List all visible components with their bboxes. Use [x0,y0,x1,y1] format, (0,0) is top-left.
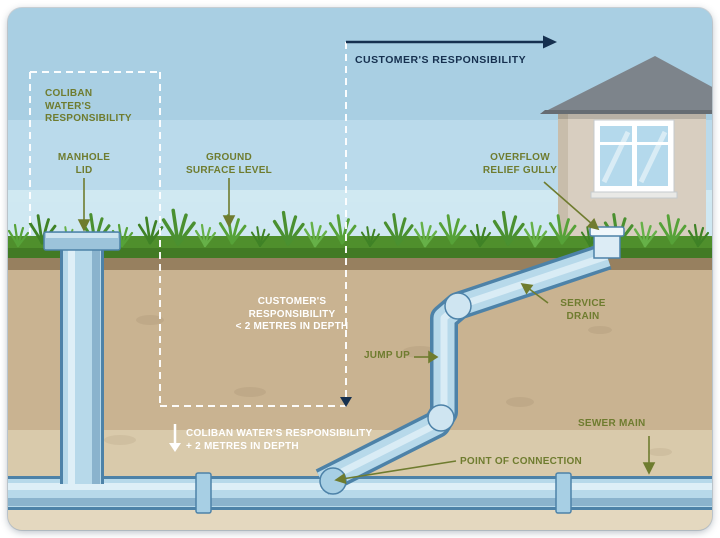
label-customer-responsibility-depth: CUSTOMER'S RESPONSIBILITY < 2 METRES IN … [235,296,349,332]
label-point-of-connection: POINT OF CONNECTION [460,456,582,467]
arrow-down-icon [169,443,181,452]
diagram-scene: COLIBAN WATER'S RESPONSIBILITY MANHOLE L… [8,8,712,530]
manhole-riser-pipe [43,231,121,484]
label-sewer-main: SEWER MAIN [578,418,646,429]
responsibility-boundary-dashed [29,42,347,407]
arrow-right-icon [543,35,557,49]
customer-responsibility-arrow [340,35,557,407]
label-ground-surface-level: GROUND SURFACE LEVEL [185,152,273,176]
sewer-main-pipe [8,472,712,514]
label-jump-up: JUMP UP [364,350,411,361]
label-service-drain: SERVICE DRAIN [560,298,606,322]
grass-strip [8,208,712,258]
house-roof [540,56,712,114]
label-coliban-responsibility-depth: COLIBAN WATER'S RESPONSIBILITY + 2 METRE… [186,428,373,452]
pipe-joint [444,292,472,320]
arrow-down-icon [340,397,352,407]
diagram-canvas [8,8,712,530]
overflow-relief-gully [589,226,625,259]
label-coliban-responsibility-top: COLIBAN WATER'S RESPONSIBILITY [45,88,132,124]
point-of-connection-fitting [319,467,347,495]
service-drain-pipe [315,242,612,495]
label-customer-responsibility-arrow: CUSTOMER'S RESPONSIBILITY [355,54,527,66]
house-window [590,119,678,199]
label-overflow-relief-gully: OVERFLOW RELIEF GULLY [482,152,558,176]
label-manhole-lid: MANHOLE LID [57,152,111,176]
coliban-depth-arrow [169,424,181,452]
pipe-joint [427,404,455,432]
leader-lines [77,178,656,485]
